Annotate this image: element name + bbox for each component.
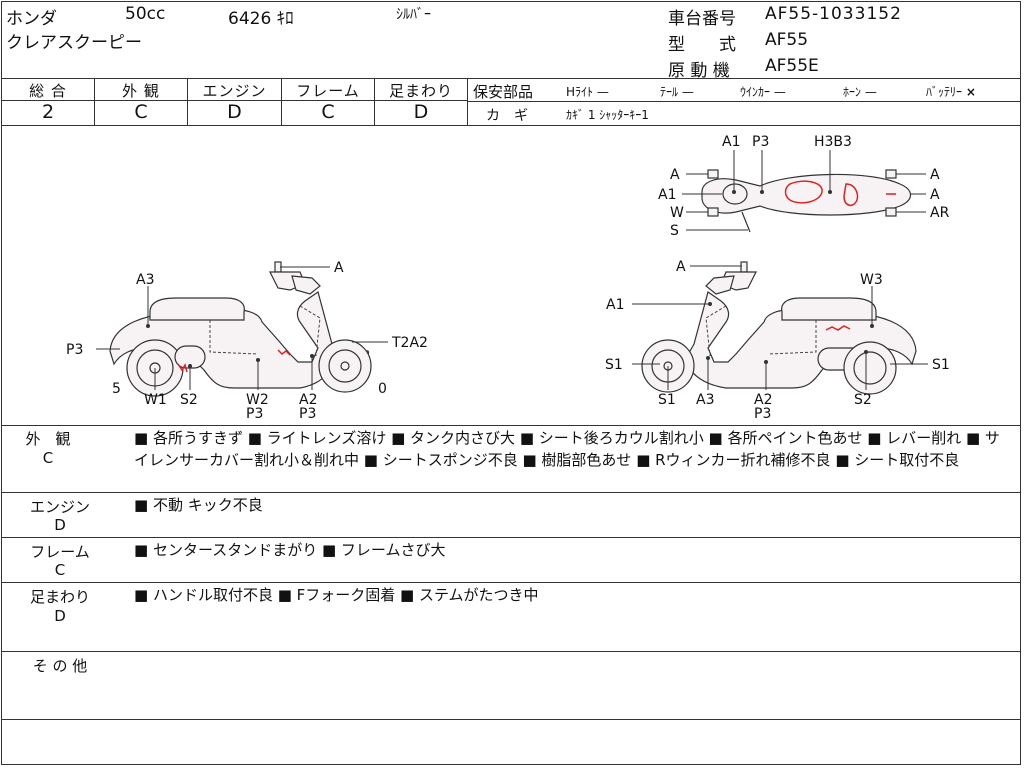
frame-no: AF55-1033152 bbox=[765, 4, 902, 24]
diag-label-top-a: A bbox=[670, 167, 680, 183]
grade-value-overall: 2 bbox=[41, 101, 55, 123]
safety-headlight: Hﾗｲﾄ — bbox=[566, 85, 609, 99]
safety-horn: ﾎｰﾝ — bbox=[843, 85, 877, 99]
diag-label-left-p3: P3 bbox=[66, 342, 83, 358]
section-text-suspension: ■ ハンドル取付不良 ■ Fフォーク固着 ■ ステムがたつき中 bbox=[134, 586, 539, 604]
section-text-engine: ■ 不動 キック不良 bbox=[134, 496, 263, 514]
diag-label-top-ar: AR bbox=[930, 205, 950, 221]
frame-no-label: 車台番号 bbox=[668, 9, 736, 29]
section-label-frame: フレーム bbox=[30, 543, 90, 561]
section-text-frame: ■ センタースタンドまがり ■ フレームさび大 bbox=[134, 541, 446, 559]
diag-label-left-a3: A3 bbox=[136, 272, 154, 288]
diag-label-left-p3c: P3 bbox=[299, 406, 316, 422]
safety-winker: ｳｲﾝｶｰ — bbox=[740, 85, 786, 99]
diag-label-right-a2: A2 bbox=[754, 392, 772, 408]
diag-label-right-s1b: S1 bbox=[932, 357, 950, 373]
section-label-engine: エンジン bbox=[29, 498, 90, 516]
diag-label-top-a1b: A1 bbox=[658, 187, 676, 203]
maker: ホンダ bbox=[6, 9, 57, 29]
safety-battery: ﾊﾞｯﾃﾘｰ × bbox=[926, 85, 976, 99]
diag-label-right-s1c: S1 bbox=[658, 392, 676, 408]
diag-label-top-s: S bbox=[670, 223, 679, 239]
diag-label-top-w: W bbox=[670, 205, 684, 221]
section-label-exterior: 外 観 bbox=[25, 430, 71, 448]
type-label: 型 式 bbox=[668, 35, 736, 55]
color: ｼﾙﾊﾞｰ bbox=[396, 7, 431, 23]
grade-label-overall: 総 合 bbox=[29, 82, 67, 100]
diag-label-right-p3: P3 bbox=[754, 406, 771, 422]
diag-label-right-s1: S1 bbox=[605, 357, 623, 373]
section-grade-exterior: C bbox=[42, 449, 54, 467]
section-grade-engine: D bbox=[54, 516, 66, 534]
diag-label-top-a-right2: A bbox=[930, 187, 940, 203]
scooter-right-view: A A1 W3 S1 S1 S1 A3 A2 P3 S2 bbox=[605, 259, 950, 422]
diag-label-right-s2: S2 bbox=[854, 392, 872, 408]
key-value: ｶｷﾞ 1 ｼｬｯﾀｰｷｰ1 bbox=[566, 108, 649, 122]
engine-value: AF55E bbox=[765, 56, 819, 76]
diag-label-left-t2a2: T2A2 bbox=[391, 335, 428, 351]
safety-taillight: ﾃｰﾙ — bbox=[660, 85, 694, 99]
grade-value-frame: C bbox=[321, 101, 335, 123]
grade-label-suspension: 足まわり bbox=[388, 82, 453, 100]
diag-label-left-p3b: P3 bbox=[246, 406, 263, 422]
diag-label-top-a1: A1 bbox=[722, 134, 740, 150]
section-text-exterior: ■ 各所うすきず ■ ライトレンズ溶け ■ タンク内さび大 ■ シート後ろカウル… bbox=[134, 429, 1000, 469]
diag-label-right-a3: A3 bbox=[696, 392, 714, 408]
model-name: クレアスクーピー bbox=[6, 33, 142, 53]
diag-label-left-w1: W1 bbox=[144, 392, 167, 408]
scooter-diagram: A3 P3 A T2A2 5 W1 S2 W2 P3 A2 P3 0 bbox=[66, 134, 950, 422]
grade-label-frame: フレーム bbox=[296, 82, 360, 100]
grade-value-suspension: D bbox=[413, 101, 429, 123]
grade-label-exterior: 外 観 bbox=[122, 82, 160, 100]
diag-label-right-w3: W3 bbox=[860, 272, 883, 288]
grade-label-engine: エンジン bbox=[202, 82, 267, 100]
diag-label-left-0: 0 bbox=[378, 381, 387, 397]
scooter-left-view: A3 P3 A T2A2 5 W1 S2 W2 P3 A2 P3 0 bbox=[66, 260, 428, 422]
diag-label-left-5: 5 bbox=[112, 381, 121, 397]
diag-label-top-h3b3: H3B3 bbox=[814, 134, 852, 150]
diag-label-top-a-right: A bbox=[930, 167, 940, 183]
safety-label: 保安部品 bbox=[473, 83, 534, 101]
grade-value-engine: D bbox=[227, 101, 242, 123]
engine-label: 原 動 機 bbox=[668, 61, 730, 81]
section-label-other: そ の 他 bbox=[32, 657, 88, 675]
diag-label-right-a1: A1 bbox=[606, 297, 624, 313]
diag-label-right-a: A bbox=[676, 259, 686, 275]
grade-value-exterior: C bbox=[134, 101, 148, 123]
key-label: カ ギ bbox=[486, 108, 528, 124]
section-grade-suspension: D bbox=[54, 607, 66, 625]
diag-label-left-a2: A2 bbox=[299, 392, 317, 408]
diag-label-left-s2: S2 bbox=[180, 392, 198, 408]
section-label-suspension: 足まわり bbox=[29, 588, 90, 606]
mileage: 6426 ｷﾛ bbox=[228, 9, 294, 29]
diag-label-top-p3: P3 bbox=[752, 134, 769, 150]
type-value: AF55 bbox=[765, 30, 809, 50]
section-grade-frame: C bbox=[54, 561, 66, 579]
scooter-top-view: A1 P3 H3B3 A A1 W S A A AR bbox=[658, 134, 950, 239]
diag-label-left-w2: W2 bbox=[246, 392, 269, 408]
displacement: 50cc bbox=[125, 4, 166, 24]
diag-label-left-a: A bbox=[334, 260, 344, 276]
